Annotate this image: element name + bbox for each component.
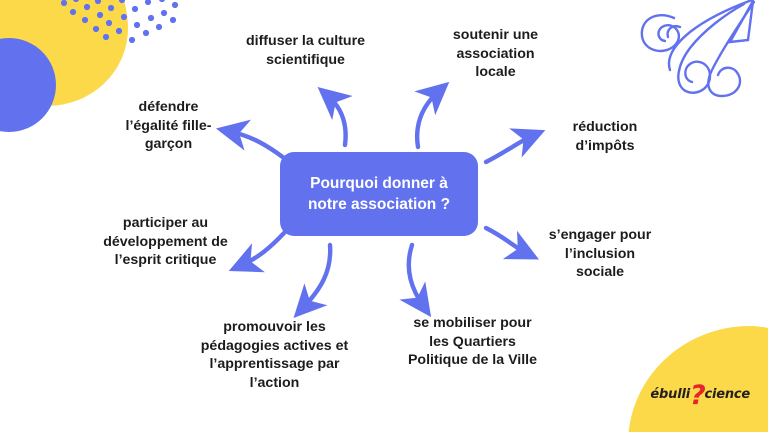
yellow-blob-decoration-bottom-right bbox=[628, 326, 768, 432]
branch-label-engager-inclusion-sociale: s’engager pour l’inclusion sociale bbox=[548, 227, 652, 281]
branch-label-developpement-esprit-critique: participer au développement de l’esprit … bbox=[103, 215, 228, 269]
logo-text-part-one: ébulli bbox=[650, 387, 690, 402]
arrow-to-engager-inclusion bbox=[483, 225, 540, 260]
branch-label-mobiliser-quartiers-politique-ville: se mobiliser pour les Quartiers Politiqu… bbox=[407, 315, 538, 369]
arrow-to-diffuser-culture bbox=[317, 87, 353, 148]
branch-label-diffuser-culture-scientifique: diffuser la culture scientifique bbox=[245, 33, 366, 68]
arrow-to-reduction-impots bbox=[483, 128, 546, 165]
logo-text-part-two: cience bbox=[704, 387, 750, 402]
branch-label-soutenir-association-locale: soutenir une association locale bbox=[452, 27, 539, 81]
branch-label-defendre-egalite-fille-garcon: défendre l’égalité fille- garçon bbox=[125, 99, 212, 153]
central-topic-label: Pourquoi donner à notre association ? bbox=[307, 174, 451, 213]
central-topic-node[interactable]: Pourquoi donner à notre association ? bbox=[280, 152, 478, 236]
blue-circle-decoration-top-left bbox=[0, 38, 56, 132]
blue-swirl-flourish-icon bbox=[640, 0, 756, 98]
arrow-to-mobiliser-quartiers bbox=[399, 242, 432, 318]
branch-label-reduction-impots: réduction d’impôts bbox=[572, 119, 638, 154]
ebullisience-logo: ébulli ? cience bbox=[650, 380, 750, 411]
arrow-to-esprit-critique bbox=[228, 229, 288, 273]
branch-label-promouvoir-pedagogies-actives: promouvoir les pédagogies actives et l’a… bbox=[200, 319, 349, 392]
blue-dot-cluster-icon bbox=[60, 0, 179, 44]
logo-question-mark-icon: ? bbox=[689, 380, 706, 411]
yellow-blob-decoration-top-left bbox=[0, 0, 128, 106]
arrow-to-promouvoir-pedagogies bbox=[293, 242, 333, 318]
arrow-to-soutenir-association bbox=[414, 81, 450, 150]
